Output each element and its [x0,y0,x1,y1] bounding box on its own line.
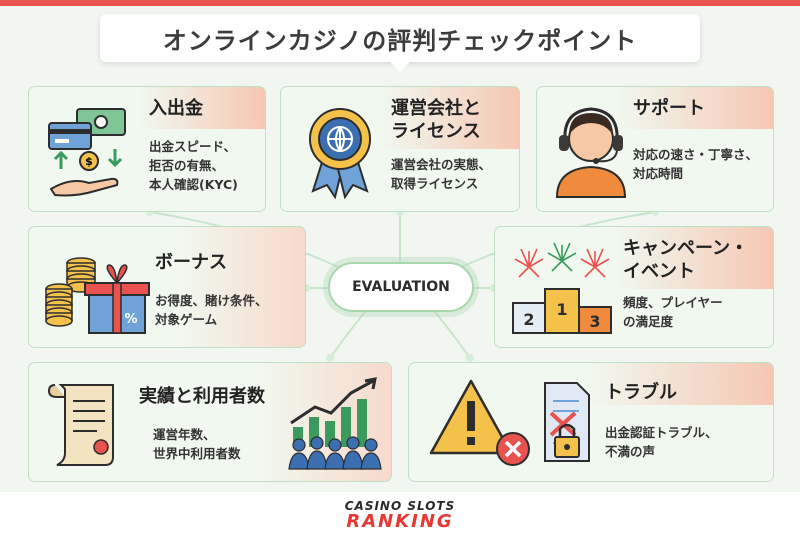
podium-fireworks-icon: 2 1 3 [512,242,612,334]
footer-logo: CASINO SLOTS RANKING [0,492,800,537]
card-trouble: トラブル 出金認証トラブル、 不満の声 [408,362,774,482]
podium-2-label: 2 [523,310,534,329]
card-license-desc: 運営会社の実態、 取得ライセンス [391,157,492,191]
evaluation-label: EVALUATION [352,279,450,295]
podium-3-label: 3 [589,312,600,331]
connector-record [329,311,366,359]
warning-lock-document-icon [429,379,590,466]
card-campaign-title: キャンペーン・ イベント [623,238,749,282]
money-exchange-icon: $ [48,108,126,197]
card-license-title: 運営会社と ライセンス [391,98,481,142]
card-campaign: 2 1 3 キャンペーン・ イベント 頻度、プレイヤー の満足度 [494,226,774,348]
svg-text:%: % [124,312,137,327]
podium-1-label: 1 [556,300,567,319]
card-bonus: % ボーナス お得度、賭け条件、 対象ゲーム [28,226,306,348]
top-accent-bar [0,0,800,6]
growth-chart-crowd-icon [288,377,382,470]
card-deposit-desc: 出金スピード、 拒否の有無、 本人確認(KYC) [149,139,238,192]
card-record-desc: 運営年数、 世界中利用者数 [153,427,241,461]
card-support: サポート 対応の速さ・丁寧さ、 対応時間 [536,86,774,212]
headset-operator-icon [555,107,627,198]
license-badge-icon [309,108,371,199]
bonus-gift-coins-icon: % [45,257,150,334]
card-bonus-title: ボーナス [155,252,227,273]
logo-ranking: RANKING [346,510,454,532]
card-support-title: サポート [633,98,705,119]
title-banner: オンラインカジノの評判チェックポイント [100,14,700,72]
evaluation-hub: EVALUATION [328,262,474,312]
card-record: 実績と利用者数 運営年数、 世界中利用者数 [28,362,392,482]
scroll-document-icon [47,384,114,466]
card-deposit: $ 入出金 出金スピード、 拒否の有無、 本人確認(KYC) [28,86,266,212]
card-deposit-title: 入出金 [149,98,203,119]
card-license: 運営会社と ライセンス 運営会社の実態、 取得ライセンス [280,86,520,212]
svg-text:$: $ [85,155,93,168]
card-trouble-title: トラブル [605,382,677,403]
card-bonus-desc: お得度、賭け条件、 対象ゲーム [155,293,268,327]
card-campaign-desc: 頻度、プレイヤー の満足度 [623,295,723,329]
page-title: オンラインカジノの評判チェックポイント [162,26,638,55]
logo-casino-slots: CASINO SLOTS [344,498,456,513]
card-trouble-desc: 出金認証トラブル、 不満の声 [605,425,718,459]
card-support-desc: 対応の速さ・丁寧さ、 対応時間 [633,147,759,181]
connector-trouble [434,311,471,359]
card-record-title: 実績と利用者数 [139,386,265,407]
